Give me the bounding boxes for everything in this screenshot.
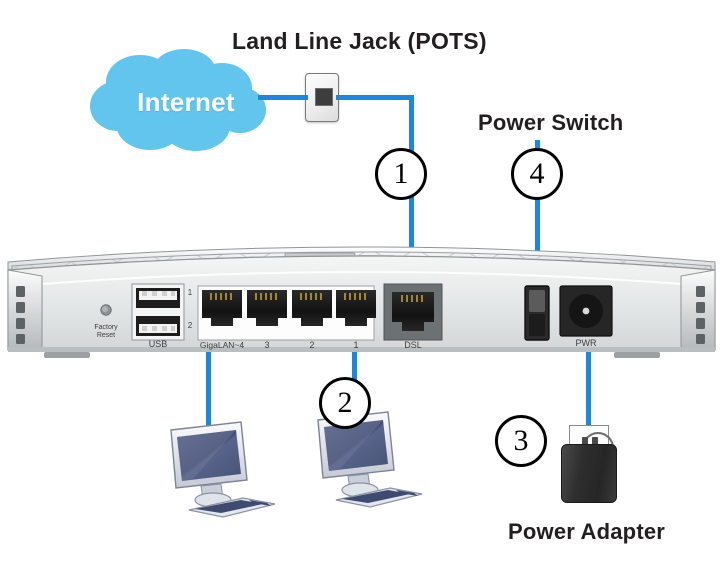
label-reset: Reset bbox=[97, 332, 115, 339]
label-factory: Factory bbox=[94, 324, 118, 331]
callout-4-number: 4 bbox=[529, 157, 545, 190]
cloud-label: Internet bbox=[137, 86, 235, 117]
label-usb-port-1: 1 bbox=[188, 288, 193, 297]
label-dsl: DSL bbox=[404, 340, 422, 350]
cable-cloud-to-jack bbox=[258, 95, 308, 100]
cable-jack-to-dsl bbox=[409, 95, 414, 302]
cable-lan4-to-computer1 bbox=[206, 310, 211, 435]
label-usb-port-2: 2 bbox=[188, 321, 193, 330]
router-device: Factory Reset USB 1 2 GigaLAN~4 3 2 1 DS… bbox=[7, 246, 716, 358]
land-line-jack bbox=[305, 73, 339, 122]
computer-1 bbox=[170, 421, 276, 518]
internet-cloud: Internet bbox=[88, 48, 278, 156]
label-lan4: GigaLAN~4 bbox=[200, 340, 244, 350]
callout-1: 1 bbox=[375, 148, 427, 200]
label-usb: USB bbox=[149, 339, 168, 349]
callout-2: 2 bbox=[319, 377, 371, 429]
callout-2-number: 2 bbox=[337, 386, 353, 419]
label-lan1: 1 bbox=[353, 340, 358, 350]
jack-socket-icon bbox=[315, 88, 333, 106]
label-lan3: 3 bbox=[264, 340, 269, 350]
cable-jack-horizontal bbox=[336, 95, 414, 100]
adapter-body bbox=[561, 444, 617, 503]
computer-2 bbox=[317, 411, 423, 508]
cable-pwr-to-adapter bbox=[586, 318, 591, 438]
label-land-line-jack: Land Line Jack (POTS) bbox=[232, 28, 487, 54]
label-lan2: 2 bbox=[309, 340, 314, 350]
power-adapter-device bbox=[561, 425, 617, 503]
cloud-icon bbox=[90, 49, 266, 151]
callout-3-number: 3 bbox=[513, 424, 529, 457]
cable-callout-power-switch bbox=[535, 140, 540, 305]
label-power-switch: Power Switch bbox=[478, 110, 624, 135]
label-pwr: PWR bbox=[576, 338, 597, 348]
cable-lan1-to-computer2 bbox=[352, 310, 357, 418]
label-power-adapter: Power Adapter bbox=[508, 519, 666, 544]
callout-3: 3 bbox=[495, 415, 547, 467]
callout-1-number: 1 bbox=[393, 157, 409, 190]
callout-4: 4 bbox=[511, 148, 563, 200]
